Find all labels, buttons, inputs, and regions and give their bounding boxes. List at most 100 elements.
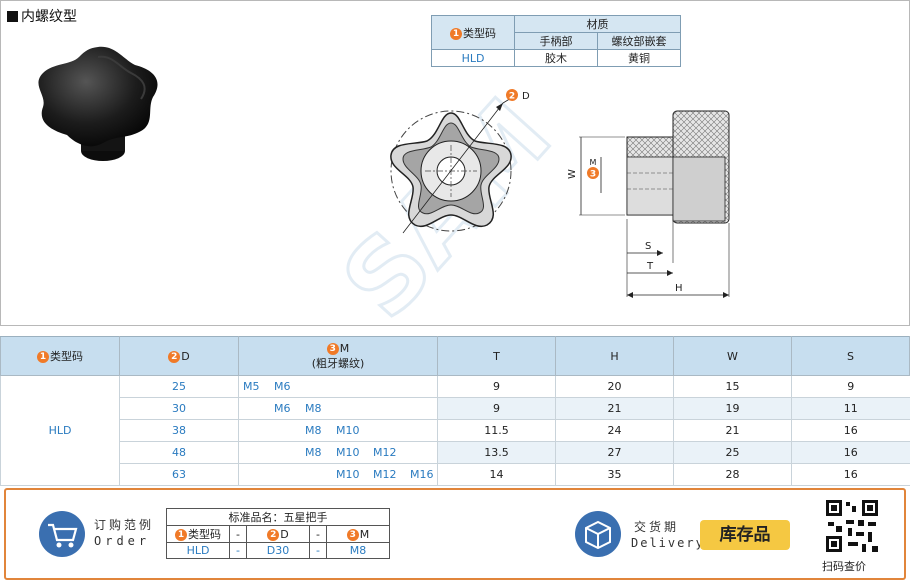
spec-m-cell: M6 M8 <box>238 397 438 420</box>
spec-m: M5 <box>243 380 260 393</box>
spec-s: 9 <box>791 375 910 398</box>
badge-2: 2 <box>267 528 280 541</box>
order-dash: - <box>309 542 327 559</box>
table-row: 38 M8 M10 11.5 24 21 16 <box>1 419 910 442</box>
spec-h: 20 <box>555 375 674 398</box>
spec-header-w: W <box>673 336 792 376</box>
spec-m: M10 <box>336 446 360 459</box>
table-row: 48 M8 M10 M12 13.5 27 25 16 <box>1 441 910 464</box>
spec-m: M8 <box>305 424 322 437</box>
spec-m: M12 <box>373 446 397 459</box>
spec-t: 13.5 <box>437 441 556 464</box>
h-label: H <box>675 283 683 294</box>
spec-w: 28 <box>673 463 792 486</box>
spec-s: 16 <box>791 463 910 486</box>
spec-t: 9 <box>437 375 556 398</box>
standard-name: 标准品名：五星把手 <box>166 508 390 526</box>
spec-m-cell: M8 M10 <box>238 419 438 442</box>
m-header-text: M <box>339 341 350 355</box>
spec-m: M6 <box>274 380 291 393</box>
spec-m: M10 <box>336 468 360 481</box>
s-label: S <box>645 241 651 252</box>
delivery-box-icon <box>575 511 621 557</box>
badge-2: 2 <box>168 350 181 363</box>
spec-d: 48 <box>119 441 239 464</box>
spec-h: 35 <box>555 463 674 486</box>
spec-w: 21 <box>673 419 792 442</box>
m-header-note: (粗牙螺纹) <box>311 356 365 370</box>
m-badge: 3 <box>590 170 596 180</box>
spec-w: 25 <box>673 441 792 464</box>
badge-1: 1 <box>37 351 49 363</box>
spec-h: 24 <box>555 419 674 442</box>
spec-w: 15 <box>673 375 792 398</box>
order-subtitle: Order <box>94 534 151 548</box>
d-label: D <box>522 91 530 102</box>
spec-s: 16 <box>791 419 910 442</box>
spec-d: 38 <box>119 419 239 442</box>
insert-header: 螺纹部嵌套 <box>597 32 681 50</box>
front-view-drawing: 2 D <box>390 89 530 234</box>
material-header: 材质 <box>514 15 681 33</box>
spec-m: M12 <box>373 468 397 481</box>
section-heading: 内螺纹型 <box>7 6 77 26</box>
qr-code-icon[interactable] <box>824 498 880 554</box>
qr-label: 扫码查价 <box>822 560 866 573</box>
handle-header: 手柄部 <box>514 32 598 50</box>
delivery-title: 交货期 <box>634 520 680 534</box>
spec-d: 63 <box>119 463 239 486</box>
spec-m: M10 <box>336 424 360 437</box>
spec-m: M8 <box>305 446 322 459</box>
spec-h: 27 <box>555 441 674 464</box>
spec-t: 9 <box>437 397 556 420</box>
order-col-type-text: 类型码 <box>188 528 221 541</box>
spec-s: 16 <box>791 441 910 464</box>
stock-badge: 库存品 <box>700 520 790 550</box>
badge-1: 1 <box>450 27 462 40</box>
spec-m: M8 <box>305 402 322 415</box>
badge-3: 3 <box>346 528 359 541</box>
spec-t: 11.5 <box>437 419 556 442</box>
spec-s: 11 <box>791 397 910 420</box>
order-val-m: M8 <box>326 542 390 559</box>
heading-text: 内螺纹型 <box>21 9 77 25</box>
side-view-drawing: W 3 M S T H <box>567 110 730 298</box>
order-col-d-text: D <box>280 527 289 541</box>
spec-type-code: HLD <box>0 375 120 486</box>
type-header-text: 类型码 <box>50 350 83 363</box>
heading-square-icon <box>7 10 18 22</box>
material-code: HLD <box>431 49 515 67</box>
badge-1: 1 <box>175 529 187 541</box>
spec-d: 25 <box>119 375 239 398</box>
d-badge: 2 <box>509 92 515 102</box>
order-val-d: D30 <box>246 542 310 559</box>
spec-m: M6 <box>274 402 291 415</box>
t-label: T <box>646 261 654 272</box>
type-header-text: 类型码 <box>463 26 496 40</box>
spec-h: 21 <box>555 397 674 420</box>
m-label: M <box>590 158 597 167</box>
spec-m-cell: M8 M10 M12 <box>238 441 438 464</box>
spec-d: 30 <box>119 397 239 420</box>
spec-m-cell: M5 M6 <box>238 375 438 398</box>
star-knob-photo <box>38 46 158 161</box>
insert-material: 黄铜 <box>597 49 681 67</box>
order-dash: - <box>309 525 327 543</box>
spec-t: 14 <box>437 463 556 486</box>
badge-3: 3 <box>326 342 339 355</box>
spec-header-h: H <box>555 336 674 376</box>
cart-icon <box>39 511 85 557</box>
order-dash: - <box>229 525 247 543</box>
